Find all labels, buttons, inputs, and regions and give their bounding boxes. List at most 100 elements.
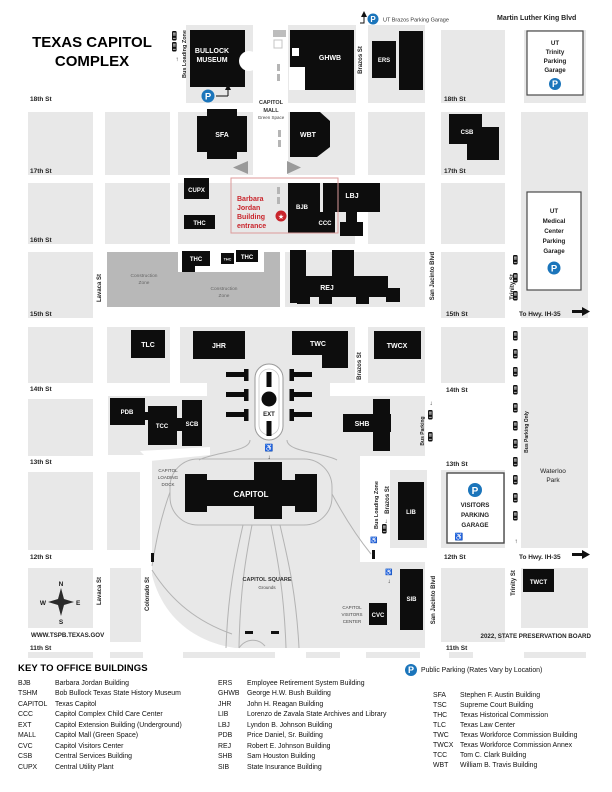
svg-text:Barbara: Barbara	[237, 196, 264, 203]
bus-parking-only-label: Bus Parking Only	[524, 411, 530, 453]
waterloo-park-label: Park	[546, 477, 560, 484]
bjb-entrance-callout: Barbara Jordan Building entrance ★	[230, 177, 339, 234]
street-label-17th: 17th St	[444, 168, 467, 175]
capitol-loading-dock-label: CAPITOL LOADING DOCK	[158, 468, 179, 487]
tcc-label: TCC	[156, 424, 169, 430]
svg-text:Jordan: Jordan	[237, 205, 260, 212]
to-hwy-label: To Hwy. IH-35	[519, 554, 561, 561]
pdb-label: PDB	[121, 410, 134, 416]
street-label-11th: 11th St	[446, 645, 468, 652]
jhr-label: JHR	[212, 343, 226, 350]
street-label-13th: 13th St	[30, 459, 53, 466]
bjb-building: BJB CCC	[288, 183, 335, 233]
svg-text:PARKING: PARKING	[461, 512, 489, 519]
lavaca-st-label: Lavaca St	[97, 274, 103, 302]
street-label-11th: 11th St	[30, 645, 52, 652]
street-label-12th: 12th St	[30, 554, 53, 561]
svg-text:★: ★	[278, 213, 284, 221]
wbt-building: WBT	[290, 112, 330, 157]
shb-building: SHB	[343, 399, 391, 451]
up-arrow-icon: ↑	[515, 539, 518, 545]
svg-text:P: P	[370, 15, 376, 24]
svg-text:VISITORS: VISITORS	[461, 502, 490, 509]
street-labels: Martin Luther King Blvd 18th St 18th St …	[30, 15, 590, 652]
svg-text:UT: UT	[551, 40, 559, 47]
parking-icon	[547, 261, 561, 275]
entrance-star-icon	[275, 210, 287, 222]
street-label-16th: 16th St	[30, 237, 53, 244]
capitol-mall: CAPITOL MALL Green Space	[233, 30, 301, 204]
trinity-st-label: Trinity St	[510, 274, 516, 300]
street-label-12th: 12th St	[444, 554, 467, 561]
svg-text:Parking: Parking	[544, 58, 567, 65]
street-label-14th: 14th St	[446, 387, 469, 394]
public-parking-note: P Public Parking (Rates Vary by Location…	[405, 664, 542, 676]
svg-text:Trinity: Trinity	[546, 49, 565, 56]
compass-s: S	[59, 619, 64, 626]
cvc-label: CVC	[372, 613, 385, 619]
ut-trinity-parking-garage: UT Trinity Parking Garage P	[526, 30, 584, 96]
bus-parking-label: Bus Parking	[420, 416, 426, 445]
mall-gateway-triangle	[233, 161, 248, 174]
cupx-label: CUPX	[188, 188, 205, 194]
thc-label: THC	[190, 257, 203, 263]
mlk-blvd-label: Martin Luther King Blvd	[497, 15, 576, 22]
trinity-st-label: Trinity St	[511, 570, 517, 596]
ers-label: ERS	[378, 58, 390, 64]
sfa-building: SFA	[197, 109, 247, 159]
compass-rose: N S W E	[40, 581, 81, 626]
capitol-complex-map: Construction Zone Construction Zone CAPI…	[28, 11, 592, 658]
capitol-square-label: CAPITOL SQUARE Grounds	[243, 577, 292, 590]
right-arrow-icon	[572, 550, 590, 559]
svg-text:Garage: Garage	[543, 248, 565, 255]
compass-n: N	[59, 581, 64, 588]
down-arrow-icon: ↓	[268, 455, 271, 461]
svg-text:CAPITOL: CAPITOL	[158, 468, 178, 473]
wbt-label: WBT	[300, 132, 317, 139]
parking-icon: P	[405, 664, 417, 676]
street-label-15th: 15th St	[30, 311, 53, 318]
twct-label: TWCT	[530, 580, 548, 586]
sib-label: SIB	[406, 597, 417, 603]
bullock-parking: P	[201, 84, 231, 103]
brazos-st-label: Brazos St	[385, 486, 391, 514]
legend-heading: KEY TO OFFICE BUILDINGS	[18, 663, 148, 674]
svg-text:Parking: Parking	[543, 238, 566, 245]
capitol-visitors-center-label: VISITORS	[342, 612, 363, 617]
parking-icon	[201, 89, 215, 103]
street-label-18th: 18th St	[30, 96, 53, 103]
thc-buildings: THC THC THC THC	[182, 215, 258, 272]
bus-loading-zone-label: Bus Loading Zone	[374, 481, 380, 529]
svg-text:entrance: entrance	[237, 223, 266, 230]
street-label-18th: 18th St	[444, 96, 467, 103]
tlc-label: TLC	[141, 342, 155, 349]
cupx-building: CUPX	[184, 178, 209, 199]
bus-loading-zone-label: Bus Loading Zone	[182, 30, 188, 78]
credit-label: 2022, STATE PRESERVATION BOARD	[481, 633, 592, 640]
accessible-entrance-icon: ♿	[265, 443, 274, 452]
colorado-st-label: Colorado St	[145, 577, 151, 611]
construction-zone-label: Zone	[219, 293, 230, 299]
svg-text:Building: Building	[237, 214, 265, 221]
rej-label: REJ	[320, 285, 334, 292]
svg-text:Center: Center	[544, 228, 564, 235]
thc-label: THC	[193, 221, 206, 227]
